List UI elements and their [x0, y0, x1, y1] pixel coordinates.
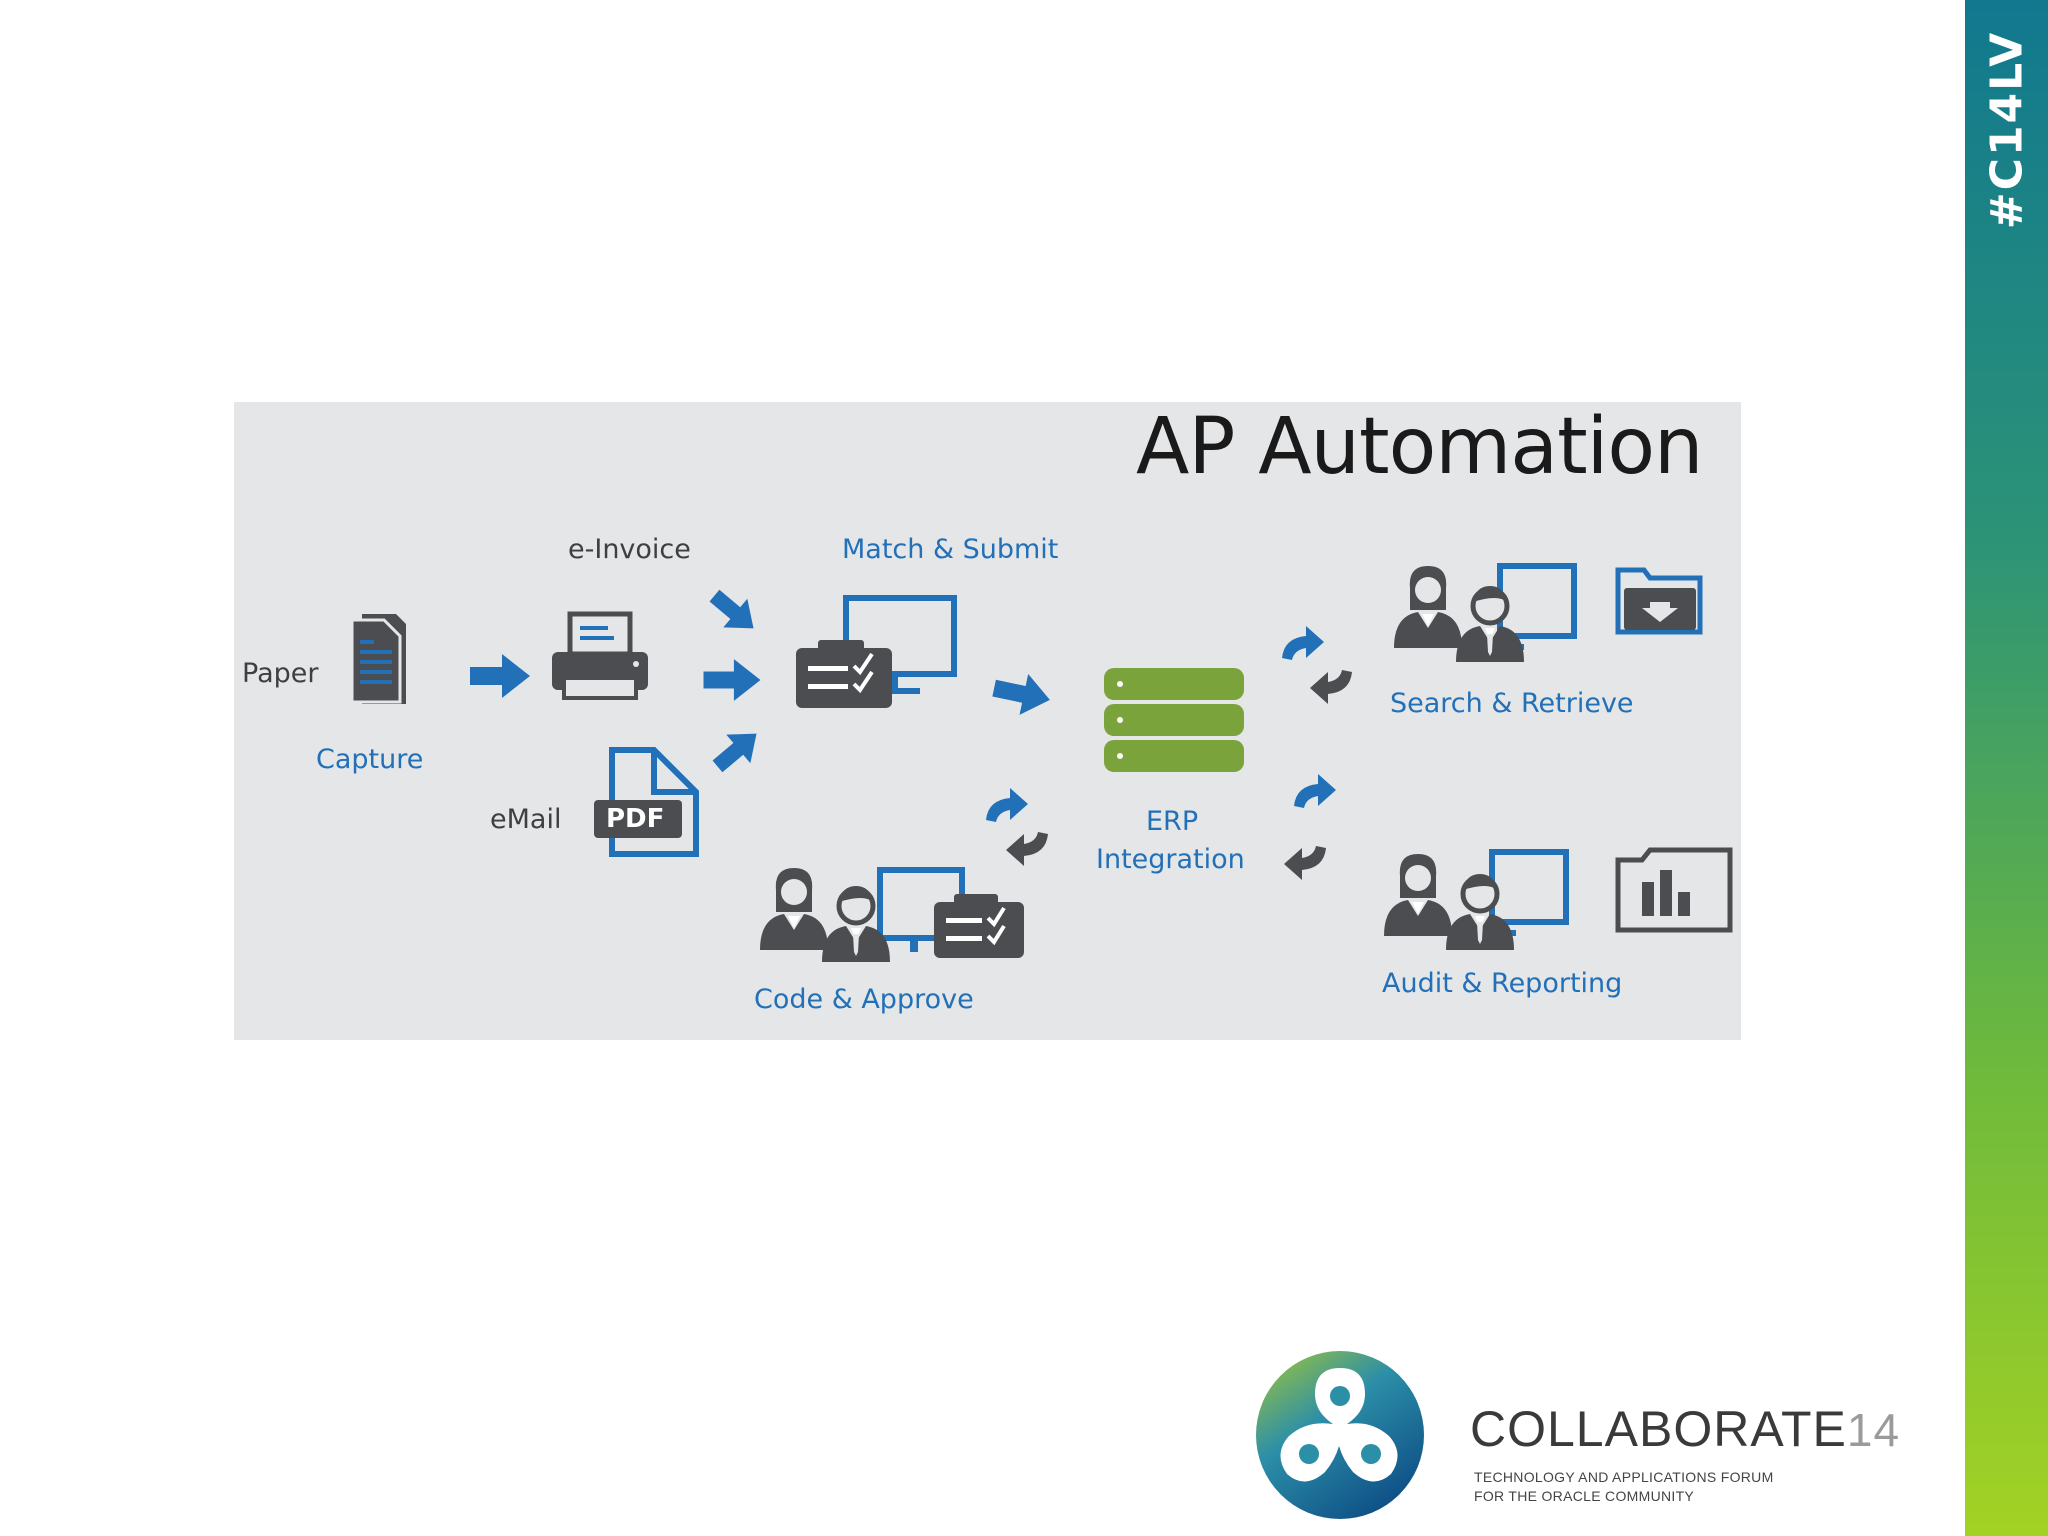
tagline-line-2: FOR THE ORACLE COMMUNITY	[1474, 1488, 1695, 1504]
ap-automation-diagram: AP Automation Paper Capture e-Invoice eM…	[234, 402, 1741, 1040]
brand-tagline: TECHNOLOGY AND APPLICATIONS FORUM FOR TH…	[1474, 1468, 1774, 1506]
arrow-email-icon	[705, 719, 769, 781]
label-match-submit: Match & Submit	[842, 534, 1059, 565]
sync-search-icon	[1282, 626, 1352, 704]
sync-code-icon	[986, 788, 1048, 866]
label-capture: Capture	[316, 744, 424, 775]
erp-database-icon	[1104, 668, 1244, 772]
collaborate-logo-icon	[1256, 1351, 1424, 1519]
label-e-invoice: e-Invoice	[568, 534, 691, 565]
label-integration: Integration	[1096, 844, 1245, 875]
paper-document-icon	[350, 614, 406, 704]
arrow-erp-icon	[989, 667, 1055, 721]
arrow-paper-icon	[703, 659, 761, 701]
arrow-capture-icon	[470, 654, 530, 698]
arrow-einvoice-icon	[702, 581, 766, 643]
match-submit-icon	[796, 595, 957, 708]
brand-wordmark: COLLABORATE14	[1470, 1400, 1900, 1458]
label-erp: ERP	[1146, 806, 1199, 837]
label-code-approve: Code & Approve	[754, 984, 974, 1015]
diagram-title: AP Automation	[1136, 402, 1703, 492]
brand-number: 14	[1846, 1404, 1901, 1456]
printer-icon	[552, 611, 648, 700]
hashtag-label: #C14LV	[1981, 30, 2032, 230]
label-search-retrieve: Search & Retrieve	[1390, 688, 1634, 719]
label-pdf: PDF	[606, 804, 665, 834]
brand-main: COLLABORATE	[1470, 1401, 1847, 1457]
diagram-graphics	[350, 563, 1733, 1040]
sidebar-gradient	[1965, 0, 2048, 1536]
audit-reporting-icon	[1384, 847, 1733, 950]
label-audit-reporting: Audit & Reporting	[1382, 968, 1623, 999]
code-approve-icon	[760, 867, 1024, 962]
sync-audit-icon	[1284, 774, 1336, 880]
label-email: eMail	[490, 804, 562, 835]
hashtag-label-box: #C14LV	[1965, 0, 2048, 250]
pdf-file-icon	[594, 747, 699, 857]
label-paper: Paper	[242, 658, 319, 689]
tagline-line-1: TECHNOLOGY AND APPLICATIONS FORUM	[1474, 1469, 1774, 1485]
search-retrieve-icon	[1394, 563, 1703, 662]
